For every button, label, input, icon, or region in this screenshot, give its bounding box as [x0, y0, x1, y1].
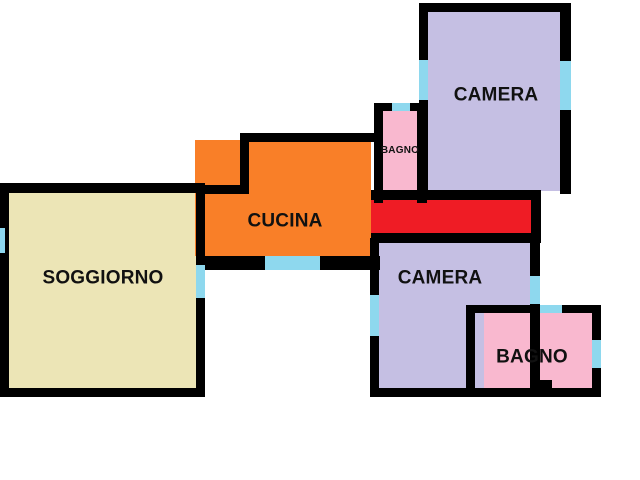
room-corridoio [371, 200, 534, 233]
wall-camera2-bottom [370, 388, 601, 397]
wall-bagno2-bottom-notch [540, 380, 552, 397]
room-label-bagno-grande: BAGNO [496, 346, 568, 368]
room-label-cucina: CUCINA [247, 210, 323, 232]
wall-bagno2-right-lower [592, 368, 601, 397]
wall-corridoio-bottom [371, 233, 541, 243]
wall-bagno1-left [374, 103, 383, 203]
wall-camera2-right-upper [530, 238, 540, 276]
window-camera2-right [530, 276, 540, 304]
wall-bagno2-right-upper [592, 305, 601, 340]
room-label-bagno-piccolo: BAGNO [380, 145, 420, 156]
window-camera1-right [560, 61, 571, 110]
window-bagno2-right [592, 340, 601, 368]
wall-corridoio-top [371, 190, 541, 200]
wall-cucina-step [196, 185, 249, 194]
room-camera-alto [427, 10, 561, 191]
wall-camera2-right-lower [530, 304, 540, 389]
room-label-soggiorno: SOGGIORNO [42, 267, 164, 289]
room-label-camera-alto: CAMERA [453, 84, 539, 106]
wall-soggiorno-left [0, 183, 9, 397]
window-camera2-left [370, 295, 379, 336]
wall-soggiorno-bottom [0, 388, 205, 397]
window-soggiorno-left [0, 228, 5, 253]
window-soggiorno-right [196, 265, 205, 298]
wall-camera2-left-upper [370, 238, 379, 295]
room-cucina [195, 140, 371, 256]
wall-soggiorno-right-up [196, 192, 205, 265]
window-cucina-bottom [265, 256, 320, 270]
wall-camera1-right-upper [560, 3, 571, 61]
wall-soggiorno-top [0, 183, 205, 193]
wall-cucina-top [240, 133, 383, 142]
wall-camera2-left-lower [370, 336, 379, 397]
wall-camera1-left-lower [419, 100, 428, 200]
wall-corridoio-right [531, 190, 541, 243]
wall-camera1-top [419, 3, 571, 12]
wall-camera1-right-lower [560, 110, 571, 194]
window-camera1-left [419, 60, 428, 100]
wall-soggiorno-right-down [196, 298, 205, 391]
room-label-camera-basso: CAMERA [397, 267, 483, 289]
wall-bagno2-top-right [562, 305, 601, 313]
room-bagno-piccolo [382, 110, 418, 195]
wall-camera1-left-upper [419, 3, 428, 60]
wall-bagno2-top-left [466, 305, 540, 313]
window-bagno1-top [392, 103, 410, 111]
wall-bagno2-left [466, 305, 475, 390]
window-bagno2-top [540, 305, 562, 313]
room-soggiorno [8, 192, 198, 388]
wall-cucina-left-upper [240, 133, 249, 193]
